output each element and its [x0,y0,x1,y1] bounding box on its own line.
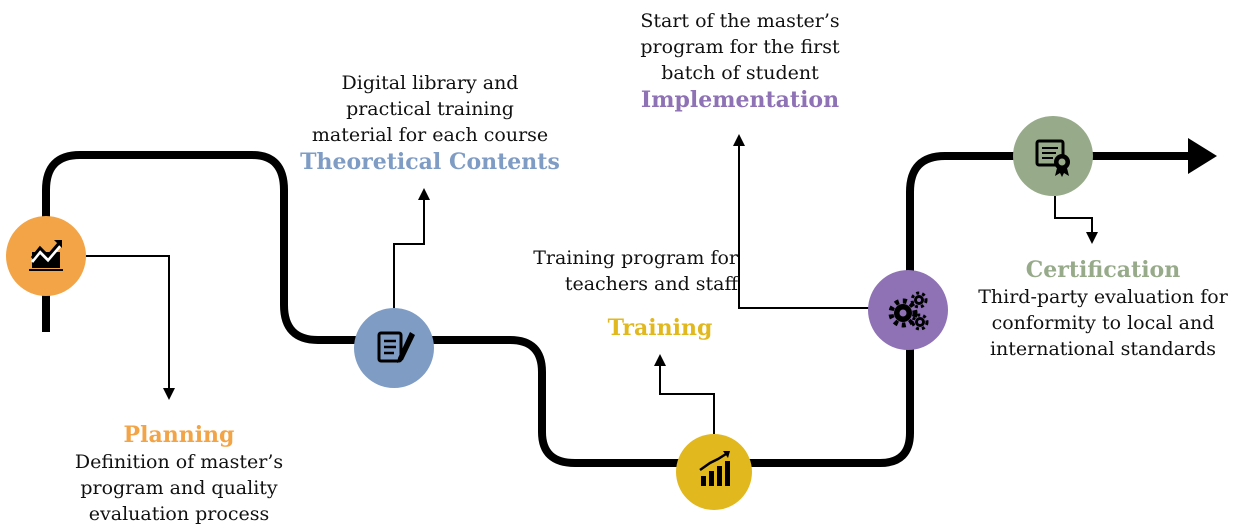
training-title: Training [607,315,713,341]
planning-label: Planning Definition of master’s program … [54,421,304,527]
theoretical-connector-arrow [393,188,430,308]
planning-title: Planning [123,422,235,448]
document-pen-icon [377,331,415,363]
certification-connector-arrow [1054,196,1098,244]
certification-title: Certification [1025,257,1181,283]
main-arrow-head-icon [1188,138,1217,174]
main-process-path [42,151,1190,467]
gears-icon [888,291,929,331]
theoretical-title: Theoretical Contents [300,149,560,175]
training-node [676,434,752,510]
certification-desc-line-3: international standards [989,338,1217,360]
theoretical-label: Digital library and practical training m… [280,70,580,176]
training-connector-arrow [654,354,715,434]
implementation-desc-line-2: program for the first [640,36,840,58]
theoretical-node [354,308,434,388]
theoretical-desc-line-3: material for each course [311,124,549,146]
bar-chart-icon [699,451,730,486]
implementation-title: Implementation [640,87,840,113]
planning-desc-line-1: Definition of master’s [74,451,284,473]
planning-node [6,216,86,296]
certification-desc-line-1: Third-party evaluation for [978,286,1228,308]
planning-desc-line-2: program and quality [80,477,278,499]
training-desc-line-2: teachers and staff [564,273,738,295]
certification-label: Certification Third-party evaluation for… [962,256,1244,362]
training-desc-label: Training program for teachers and staff [470,245,738,297]
planning-connector-arrow [85,255,175,400]
certificate-icon [1035,139,1070,177]
certification-node [1013,116,1093,196]
training-desc-line-1: Training program for [533,247,738,269]
training-title-label: Training [580,314,740,342]
implementation-desc-line-1: Start of the master’s [640,10,840,32]
implementation-desc-line-3: batch of student [661,62,819,84]
implementation-node [868,270,948,350]
trend-chart-icon [29,240,63,271]
implementation-label: Start of the master’s program for the fi… [600,8,880,114]
theoretical-desc-line-1: Digital library and [341,72,519,94]
implementation-connector-arrow [733,134,870,309]
planning-desc-line-3: evaluation process [88,503,270,525]
certification-desc-line-2: conformity to local and [991,312,1215,334]
theoretical-desc-line-2: practical training [346,98,514,120]
